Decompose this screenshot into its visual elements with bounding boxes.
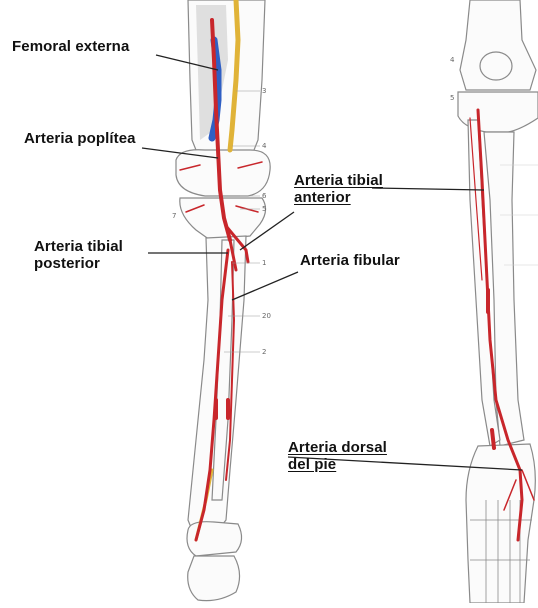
label-arteria-poplitea: Arteria poplítea xyxy=(24,130,136,147)
fig-num-10: 5 xyxy=(450,94,454,102)
label-arteria-fibular: Arteria fibular xyxy=(300,252,400,269)
fig-num-4: 5 xyxy=(262,205,266,213)
fig-num-3: 6 xyxy=(262,192,267,200)
label-arteria-dorsal-del-pie: Arteria dorsal del pie xyxy=(288,439,387,473)
fig-num-2: 4 xyxy=(262,142,267,150)
fig-num-8: 2 xyxy=(262,348,266,356)
right-figure-numbers: 4 5 xyxy=(450,56,455,102)
fig-num-9: 4 xyxy=(450,56,455,64)
fig-num-1: 3 xyxy=(262,87,266,95)
fig-num-5: 7 xyxy=(172,212,176,220)
fig-num-6: 1 xyxy=(262,259,266,267)
label-arteria-tibial-anterior: Arteria tibial anterior xyxy=(294,172,383,206)
right-leg-bones xyxy=(458,0,538,603)
leader-tibial-anterior-right xyxy=(372,188,484,190)
label-femoral-externa: Femoral externa xyxy=(12,38,129,55)
label-arteria-tibial-posterior: Arteria tibial posterior xyxy=(34,238,123,272)
fig-num-7: 20 xyxy=(262,312,271,320)
